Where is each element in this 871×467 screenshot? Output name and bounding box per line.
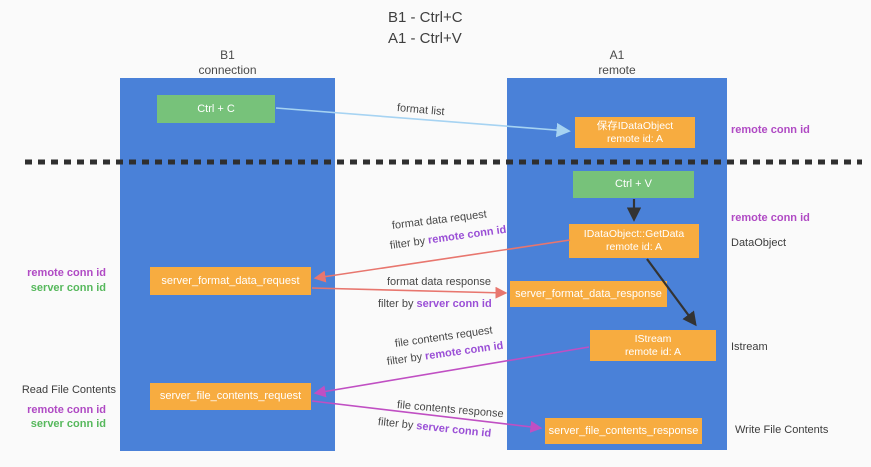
node-istream: IStream remote id: A bbox=[590, 330, 716, 361]
right-label-dataobject: DataObject bbox=[731, 237, 787, 249]
filter-key-server-conn-id: server conn id bbox=[416, 298, 492, 310]
node-save-idataobject: 保存IDataObject remote id: A bbox=[575, 117, 695, 148]
right-label-remote-conn-id-mid: remote conn id bbox=[731, 212, 810, 224]
save-idataobject-line2: remote id: A bbox=[606, 132, 664, 145]
server-file-contents-response-label: server_file_contents_response bbox=[548, 424, 699, 437]
filter-prefix: filter by bbox=[386, 350, 426, 368]
node-server-format-data-response: server_format_data_response bbox=[510, 281, 667, 307]
ctrl-v-label: Ctrl + V bbox=[615, 178, 652, 190]
getdata-line2: remote id: A bbox=[605, 241, 663, 253]
flow-label-format-data-response: format data response bbox=[387, 276, 491, 288]
left-label-server-conn-id-bottom: server conn id bbox=[30, 418, 106, 430]
filter-key-remote-conn-id: remote conn id bbox=[427, 223, 508, 247]
left-label-remote-conn-id-bottom: remote conn id bbox=[27, 404, 106, 416]
istream-line2: remote id: A bbox=[624, 345, 682, 358]
right-label-istream: Istream bbox=[731, 341, 768, 353]
flow-label-format-list: format list bbox=[396, 102, 446, 119]
node-idataobject-getdata: IDataObject::GetData remote id: A bbox=[569, 224, 699, 258]
node-server-format-data-request: server_format_data_request bbox=[150, 267, 311, 295]
title-line-1: B1 - Ctrl+C bbox=[388, 9, 463, 26]
flow-label-format-data-response-filter: filter by server conn id bbox=[378, 298, 492, 310]
flow-label-file-contents-response: file contents response bbox=[396, 399, 505, 421]
flow-label-file-contents-response-filter: filter by server conn id bbox=[377, 416, 491, 440]
right-label-remote-conn-id-top: remote conn id bbox=[731, 124, 810, 136]
right-label-write-file-contents: Write File Contents bbox=[735, 424, 829, 436]
server-file-contents-request-label: server_file_contents_request bbox=[159, 390, 302, 402]
arrow-format-data-response bbox=[311, 286, 508, 299]
lane-b1-subtitle: connection bbox=[198, 63, 257, 77]
lane-header-a1: A1 remote bbox=[507, 48, 727, 78]
node-server-file-contents-response: server_file_contents_response bbox=[545, 418, 702, 444]
lane-header-b1: B1 connection bbox=[120, 48, 335, 78]
node-ctrl-v: Ctrl + V bbox=[573, 171, 694, 198]
filter-prefix: filter by bbox=[378, 298, 417, 310]
filter-key-server-conn-id: server conn id bbox=[415, 420, 492, 440]
left-label-remote-conn-id-top: remote conn id bbox=[27, 267, 106, 279]
lane-a1-subtitle: remote bbox=[598, 63, 636, 77]
server-format-data-request-label: server_format_data_request bbox=[161, 274, 300, 287]
lane-a1-title: A1 bbox=[609, 48, 625, 62]
filter-prefix: filter by bbox=[389, 234, 429, 252]
ctrl-c-label: Ctrl + C bbox=[197, 102, 235, 115]
title-line-2: A1 - Ctrl+V bbox=[388, 30, 462, 47]
save-idataobject-line1: 保存IDataObject bbox=[596, 119, 674, 132]
left-label-server-conn-id-top: server conn id bbox=[30, 282, 106, 294]
node-server-file-contents-request: server_file_contents_request bbox=[150, 383, 311, 410]
filter-prefix: filter by bbox=[377, 416, 417, 432]
server-format-data-response-label: server_format_data_response bbox=[515, 287, 662, 300]
left-label-read-file-contents: Read File Contents bbox=[21, 384, 116, 396]
node-ctrl-c: Ctrl + C bbox=[157, 95, 275, 123]
getdata-line1: IDataObject::GetData bbox=[583, 228, 685, 240]
diagram-title: B1 - Ctrl+C A1 - Ctrl+V bbox=[388, 7, 463, 49]
lane-b1-title: B1 bbox=[220, 48, 235, 62]
istream-line1: IStream bbox=[634, 332, 672, 345]
